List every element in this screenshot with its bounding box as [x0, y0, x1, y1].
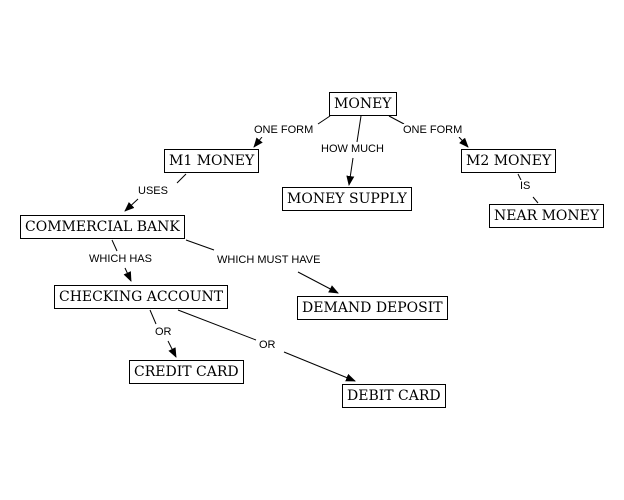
link-money-one-form-right: [388, 115, 405, 125]
node-demand-deposit[interactable]: DEMAND DEPOSIT: [297, 296, 448, 320]
link-or-debit-card: [283, 351, 356, 382]
link-m1-uses: [176, 173, 187, 184]
link-label-or-credit: OR: [154, 326, 173, 339]
node-money-supply[interactable]: MONEY SUPPLY: [282, 187, 412, 211]
link-label-uses: USES: [137, 185, 169, 198]
link-label-which-must-have: WHICH MUST HAVE: [216, 254, 322, 267]
link-how-much-supply: [346, 157, 355, 186]
node-credit-card[interactable]: CREDIT CARD: [129, 360, 244, 384]
link-checking-or-credit: [149, 309, 157, 325]
link-or-credit-card: [167, 340, 177, 358]
node-money[interactable]: MONEY: [329, 92, 397, 116]
link-money-one-form-left: [317, 115, 331, 125]
link-label-how-much: HOW MUCH: [320, 143, 385, 156]
node-commercial-bank[interactable]: COMMERCIAL BANK: [20, 215, 185, 239]
link-label-or-debit: OR: [258, 339, 277, 352]
node-m1-money[interactable]: M1 MONEY: [164, 149, 260, 173]
link-label-is: IS: [519, 180, 532, 193]
link-money-how-much: [356, 115, 362, 143]
node-near-money[interactable]: NEAR MONEY: [489, 204, 605, 228]
link-bank-which-has: [111, 239, 118, 252]
link-checking-or-debit: [177, 309, 257, 341]
link-label-which-has: WHICH HAS: [88, 253, 153, 266]
link-m2-is: [517, 173, 522, 181]
link-label-one-form-left: ONE FORM: [253, 124, 315, 137]
link-which-must-have-demand: [297, 271, 339, 294]
link-which-has-checking: [123, 267, 132, 282]
node-checking-account[interactable]: CHECKING ACCOUNT: [54, 285, 229, 309]
link-is-near: [532, 196, 539, 204]
node-debit-card[interactable]: DEBIT CARD: [342, 384, 446, 408]
link-label-one-form-right: ONE FORM: [402, 124, 464, 137]
link-uses-bank: [124, 198, 139, 212]
link-bank-which-must-have: [185, 239, 215, 251]
node-m2-money[interactable]: M2 MONEY: [461, 149, 557, 173]
link-one-form-m1: [253, 136, 263, 148]
link-one-form-m2: [458, 136, 469, 148]
